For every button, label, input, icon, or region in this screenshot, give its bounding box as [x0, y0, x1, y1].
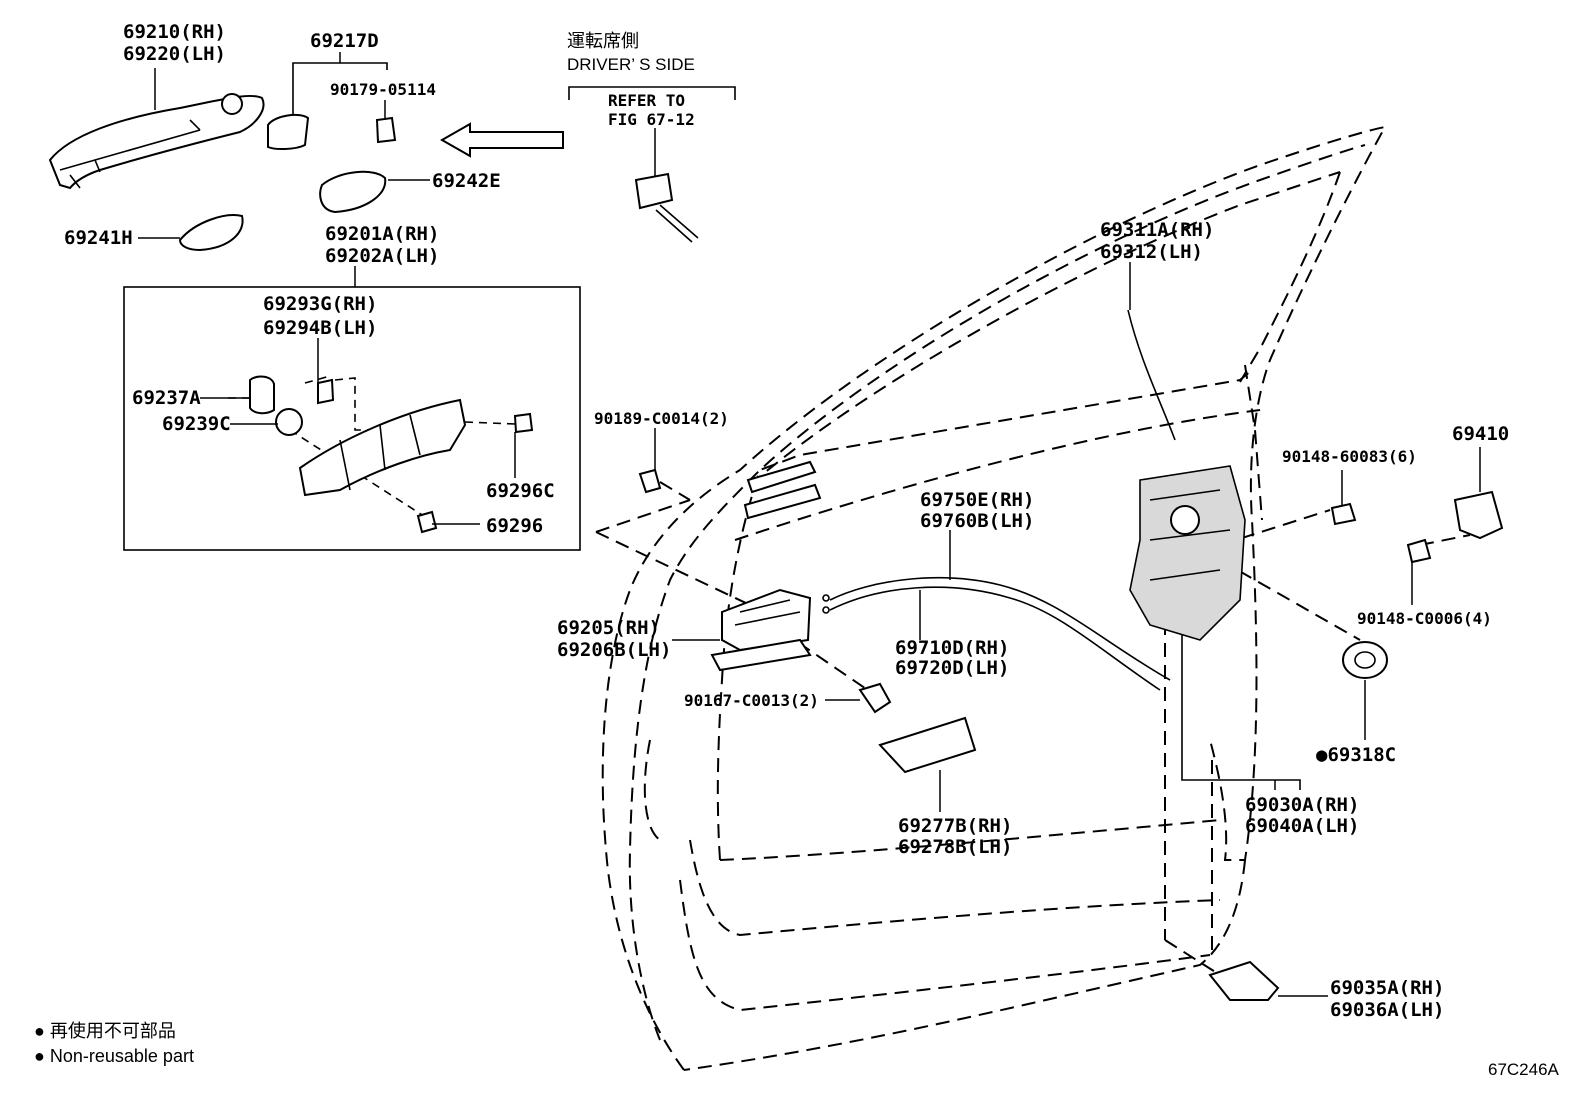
- label-69760b-lh: 69760B(LH): [920, 510, 1034, 532]
- label-90148-60083: 90148-60083(6): [1282, 447, 1417, 466]
- label-69217d: 69217D: [310, 30, 379, 52]
- outer-handle-part: [48, 93, 265, 190]
- refer-part: [634, 172, 699, 243]
- direction-arrow: [439, 122, 564, 158]
- door-lock-part: [1129, 465, 1246, 641]
- striker-part: [1453, 490, 1504, 540]
- leader-lines: [138, 52, 1481, 997]
- label-69720d-lh: 69720D(LH): [895, 657, 1009, 679]
- inner-handle-part: [710, 588, 812, 672]
- label-69278b-lh: 69278B(LH): [898, 836, 1012, 858]
- legend-jp: ● 再使用不可部品: [34, 1021, 176, 1041]
- driver-side-en: DRIVER’ S SIDE: [567, 55, 695, 74]
- label-69311a-rh: 69311A(RH): [1100, 219, 1214, 241]
- label-69294b-lh: 69294B(LH): [263, 317, 377, 339]
- refer-line2: FIG 67-12: [608, 110, 695, 129]
- handle-frame-part: [249, 375, 534, 534]
- pad-small-part: [178, 214, 244, 252]
- parts: [48, 93, 1504, 1001]
- label-69040a-lh: 69040A(LH): [1245, 815, 1359, 837]
- label-69410: 69410: [1452, 423, 1509, 445]
- label-69710d-rh: 69710D(RH): [895, 637, 1009, 659]
- handle-cap-part: [267, 113, 310, 151]
- driver-side-jp: 運転席側: [567, 31, 639, 51]
- label-69210-rh: 69210(RH): [123, 21, 226, 43]
- label-69293g-rh: 69293G(RH): [263, 293, 377, 315]
- text-labels: 運転席側 DRIVER’ S SIDE REFER TO FIG 67-12 6…: [34, 21, 1560, 1079]
- label-69750e-rh: 69750E(RH): [920, 489, 1034, 511]
- label-69206b-lh: 69206B(LH): [557, 639, 671, 661]
- door-outline: [601, 125, 1387, 1071]
- pad-part: [319, 170, 387, 214]
- label-90167: 90167-C0013(2): [684, 691, 819, 710]
- label-69036a-lh: 69036A(LH): [1330, 999, 1444, 1021]
- cover-part: [878, 716, 977, 774]
- bottom-guard-part: [1208, 960, 1280, 1001]
- label-90148-c0006: 90148-C0006(4): [1357, 609, 1492, 628]
- label-69035a-rh: 69035A(RH): [1330, 977, 1444, 999]
- label-69296c: 69296C: [486, 480, 555, 502]
- screw-90148-part: [1330, 502, 1357, 526]
- clip-90189-part: [638, 468, 662, 494]
- label-69220-lh: 69220(LH): [123, 43, 226, 65]
- screw-90167-part: [858, 682, 892, 714]
- label-69237a: 69237A: [132, 387, 201, 409]
- label-90189: 90189-C0014(2): [594, 409, 729, 428]
- assembly-lines: [228, 375, 1471, 976]
- label-69242e: 69242E: [432, 170, 501, 192]
- label-90179: 90179-05114: [330, 80, 436, 99]
- label-69241h: 69241H: [64, 227, 133, 249]
- rod-part: [1127, 309, 1176, 441]
- seal-ring-part: [1342, 641, 1388, 679]
- label-69239c: 69239C: [162, 413, 231, 435]
- label-69318c: ●69318C: [1316, 744, 1396, 766]
- label-69296: 69296: [486, 515, 543, 537]
- screw-90148-c-part: [1406, 538, 1432, 564]
- boxes: [123, 62, 1301, 790]
- label-69201a-rh: 69201A(RH): [325, 223, 439, 245]
- clip-part: [375, 116, 397, 144]
- cable-part: [822, 577, 1171, 691]
- legend-en: ● Non-reusable part: [34, 1046, 194, 1066]
- refer-line1: REFER TO: [608, 91, 685, 110]
- label-69277b-rh: 69277B(RH): [898, 815, 1012, 837]
- label-69312-lh: 69312(LH): [1100, 241, 1203, 263]
- label-69202a-lh: 69202A(LH): [325, 245, 439, 267]
- figure-code: 67C246A: [1488, 1060, 1560, 1079]
- label-69205-rh: 69205(RH): [557, 617, 660, 639]
- label-69030a-rh: 69030A(RH): [1245, 794, 1359, 816]
